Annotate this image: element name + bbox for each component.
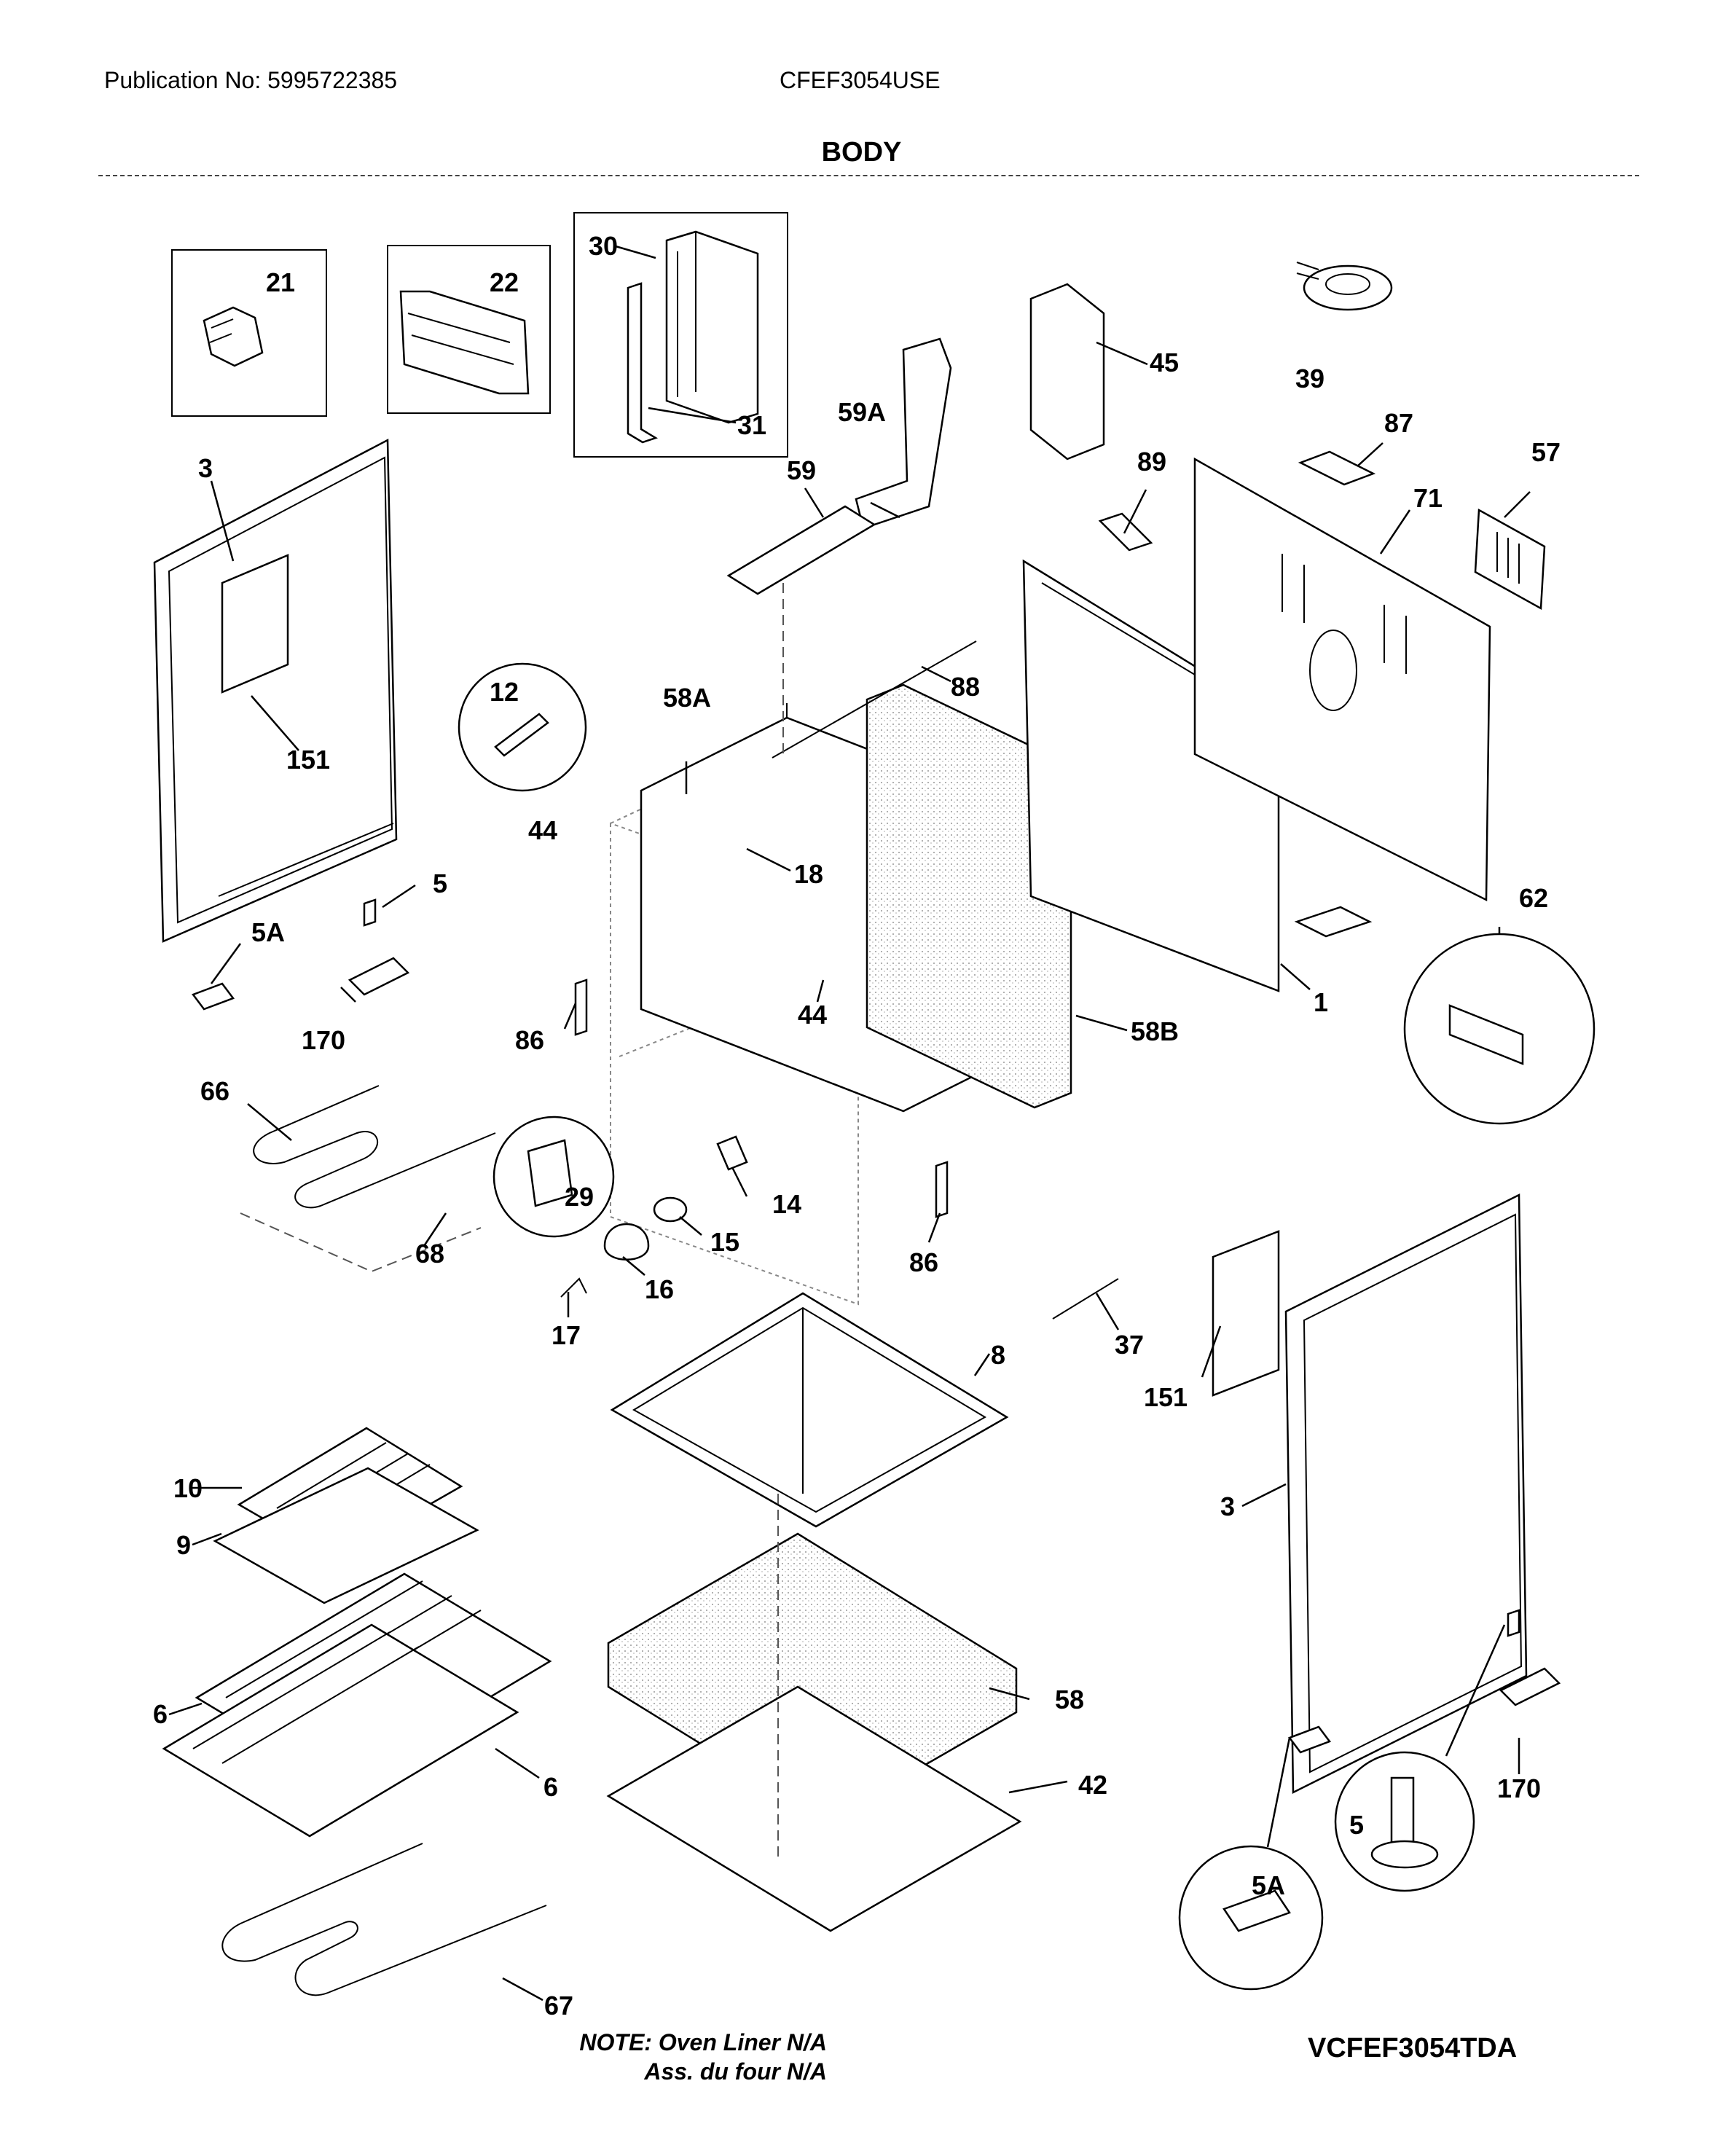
power-cord-39 xyxy=(1296,262,1393,311)
detail-circle-12 xyxy=(458,662,587,792)
callout-59: 59 xyxy=(787,455,816,485)
oven-rack-lower xyxy=(162,1623,519,1838)
lamp-clip-17 xyxy=(560,1277,587,1298)
callout-58: 58 xyxy=(1055,1685,1084,1714)
callout-42: 42 xyxy=(1078,1770,1107,1800)
callout-10: 10 xyxy=(173,1473,203,1503)
callout-57: 57 xyxy=(1531,437,1561,467)
callout-67: 67 xyxy=(544,1991,573,2020)
leg-bracket-5a-right xyxy=(1287,1725,1332,1754)
callout-59a: 59A xyxy=(838,397,886,427)
callout-5a-left: 5A xyxy=(251,917,285,947)
page-title: BODY xyxy=(821,137,902,168)
callout-5-right: 5 xyxy=(1349,1810,1364,1840)
callout-29: 29 xyxy=(565,1182,594,1212)
hinge-receptacle-86b xyxy=(935,1161,949,1218)
callout-89: 89 xyxy=(1137,447,1166,477)
detail-circle-29 xyxy=(492,1116,615,1238)
detail-circle-5 xyxy=(1334,1751,1475,1892)
callout-1: 1 xyxy=(1314,987,1328,1017)
callout-87: 87 xyxy=(1384,408,1413,438)
hinge-170-left xyxy=(348,957,410,996)
broil-element-66 xyxy=(253,1085,496,1209)
callout-71: 71 xyxy=(1413,483,1443,513)
rear-panel xyxy=(1193,457,1491,902)
callout-5-left: 5 xyxy=(433,869,447,898)
inset-box-30-31 xyxy=(573,212,788,458)
callout-9: 9 xyxy=(176,1530,191,1560)
oven-liner-note: NOTE: Oven Liner N/A Ass. du four N/A xyxy=(557,2028,827,2086)
sensor-37 xyxy=(1052,1278,1119,1320)
publication-number: Publication No: 5995722385 xyxy=(104,67,398,93)
callout-44-mid: 44 xyxy=(798,1000,827,1030)
leg-bracket-5a-left xyxy=(191,982,235,1011)
detail-circle-62 xyxy=(1403,933,1596,1125)
lamp-socket-14 xyxy=(716,1135,748,1171)
duct-59a xyxy=(855,337,952,530)
callout-88: 88 xyxy=(951,672,980,702)
callout-151-right: 151 xyxy=(1144,1382,1188,1412)
front-insulation xyxy=(866,683,1072,1109)
callout-18: 18 xyxy=(794,859,823,889)
detail-circle-5a xyxy=(1178,1845,1324,1991)
duct-59 xyxy=(726,505,876,595)
bottom-tray xyxy=(606,1685,1022,1932)
callout-15: 15 xyxy=(710,1227,739,1257)
note-line-2: Ass. du four N/A xyxy=(644,2058,827,2085)
callout-31: 31 xyxy=(737,410,766,440)
lamp-bulb-15 xyxy=(653,1196,688,1223)
callout-44-top: 44 xyxy=(528,815,557,845)
bake-element-67 xyxy=(221,1843,547,1996)
callout-17: 17 xyxy=(552,1320,581,1350)
callout-14: 14 xyxy=(772,1189,801,1219)
inset-box-22 xyxy=(387,245,551,414)
callout-6-right: 6 xyxy=(543,1772,558,1802)
terminal-block-62 xyxy=(1294,906,1373,938)
callout-6-left: 6 xyxy=(153,1699,168,1729)
note-line-1: NOTE: Oven Liner N/A xyxy=(579,2029,827,2055)
callout-170-left: 170 xyxy=(302,1025,345,1055)
callout-151-left: 151 xyxy=(286,745,330,775)
callout-3-right: 3 xyxy=(1220,1491,1235,1521)
model-number: CFEF3054USE xyxy=(780,67,941,93)
diagram-code: VCFEF3054TDA xyxy=(1308,2033,1518,2063)
broil-pan xyxy=(213,1467,479,1604)
callout-16: 16 xyxy=(645,1274,674,1304)
wire-88 xyxy=(772,640,977,758)
callout-22: 22 xyxy=(490,267,519,297)
callout-30: 30 xyxy=(589,231,618,261)
lamp-cover-16 xyxy=(603,1223,650,1261)
duct-45 xyxy=(1029,283,1105,460)
leader-lines xyxy=(168,245,1531,2002)
wire-68 xyxy=(240,1212,482,1273)
callout-68: 68 xyxy=(415,1239,444,1269)
callout-3-left: 3 xyxy=(198,453,213,483)
callout-62: 62 xyxy=(1519,883,1548,913)
title-divider xyxy=(98,175,1639,176)
callout-39: 39 xyxy=(1295,364,1324,393)
oven-bottom xyxy=(610,1292,1009,1528)
bracket-87 xyxy=(1298,450,1376,486)
callout-58b: 58B xyxy=(1131,1016,1179,1046)
oven-door-right xyxy=(1212,1193,1528,1795)
hinge-receptacle-86a xyxy=(574,979,588,1036)
callout-58a: 58A xyxy=(663,683,711,713)
callout-12: 12 xyxy=(490,677,519,707)
callout-8: 8 xyxy=(991,1340,1005,1370)
leveling-leg-5-left xyxy=(363,898,377,927)
callout-5a-right: 5A xyxy=(1252,1870,1285,1900)
callout-86-top: 86 xyxy=(515,1025,544,1055)
callout-86-bottom: 86 xyxy=(909,1247,938,1277)
callout-21: 21 xyxy=(266,267,295,297)
leveling-leg-5-right xyxy=(1507,1609,1520,1637)
callout-45: 45 xyxy=(1150,348,1179,377)
oven-door-left xyxy=(153,438,398,943)
vent-grille xyxy=(1474,508,1546,611)
inset-box-21 xyxy=(171,249,327,417)
callout-66: 66 xyxy=(200,1076,229,1106)
callout-170-right: 170 xyxy=(1497,1773,1541,1803)
callout-37: 37 xyxy=(1115,1330,1144,1360)
hinge-170-right xyxy=(1499,1667,1561,1706)
